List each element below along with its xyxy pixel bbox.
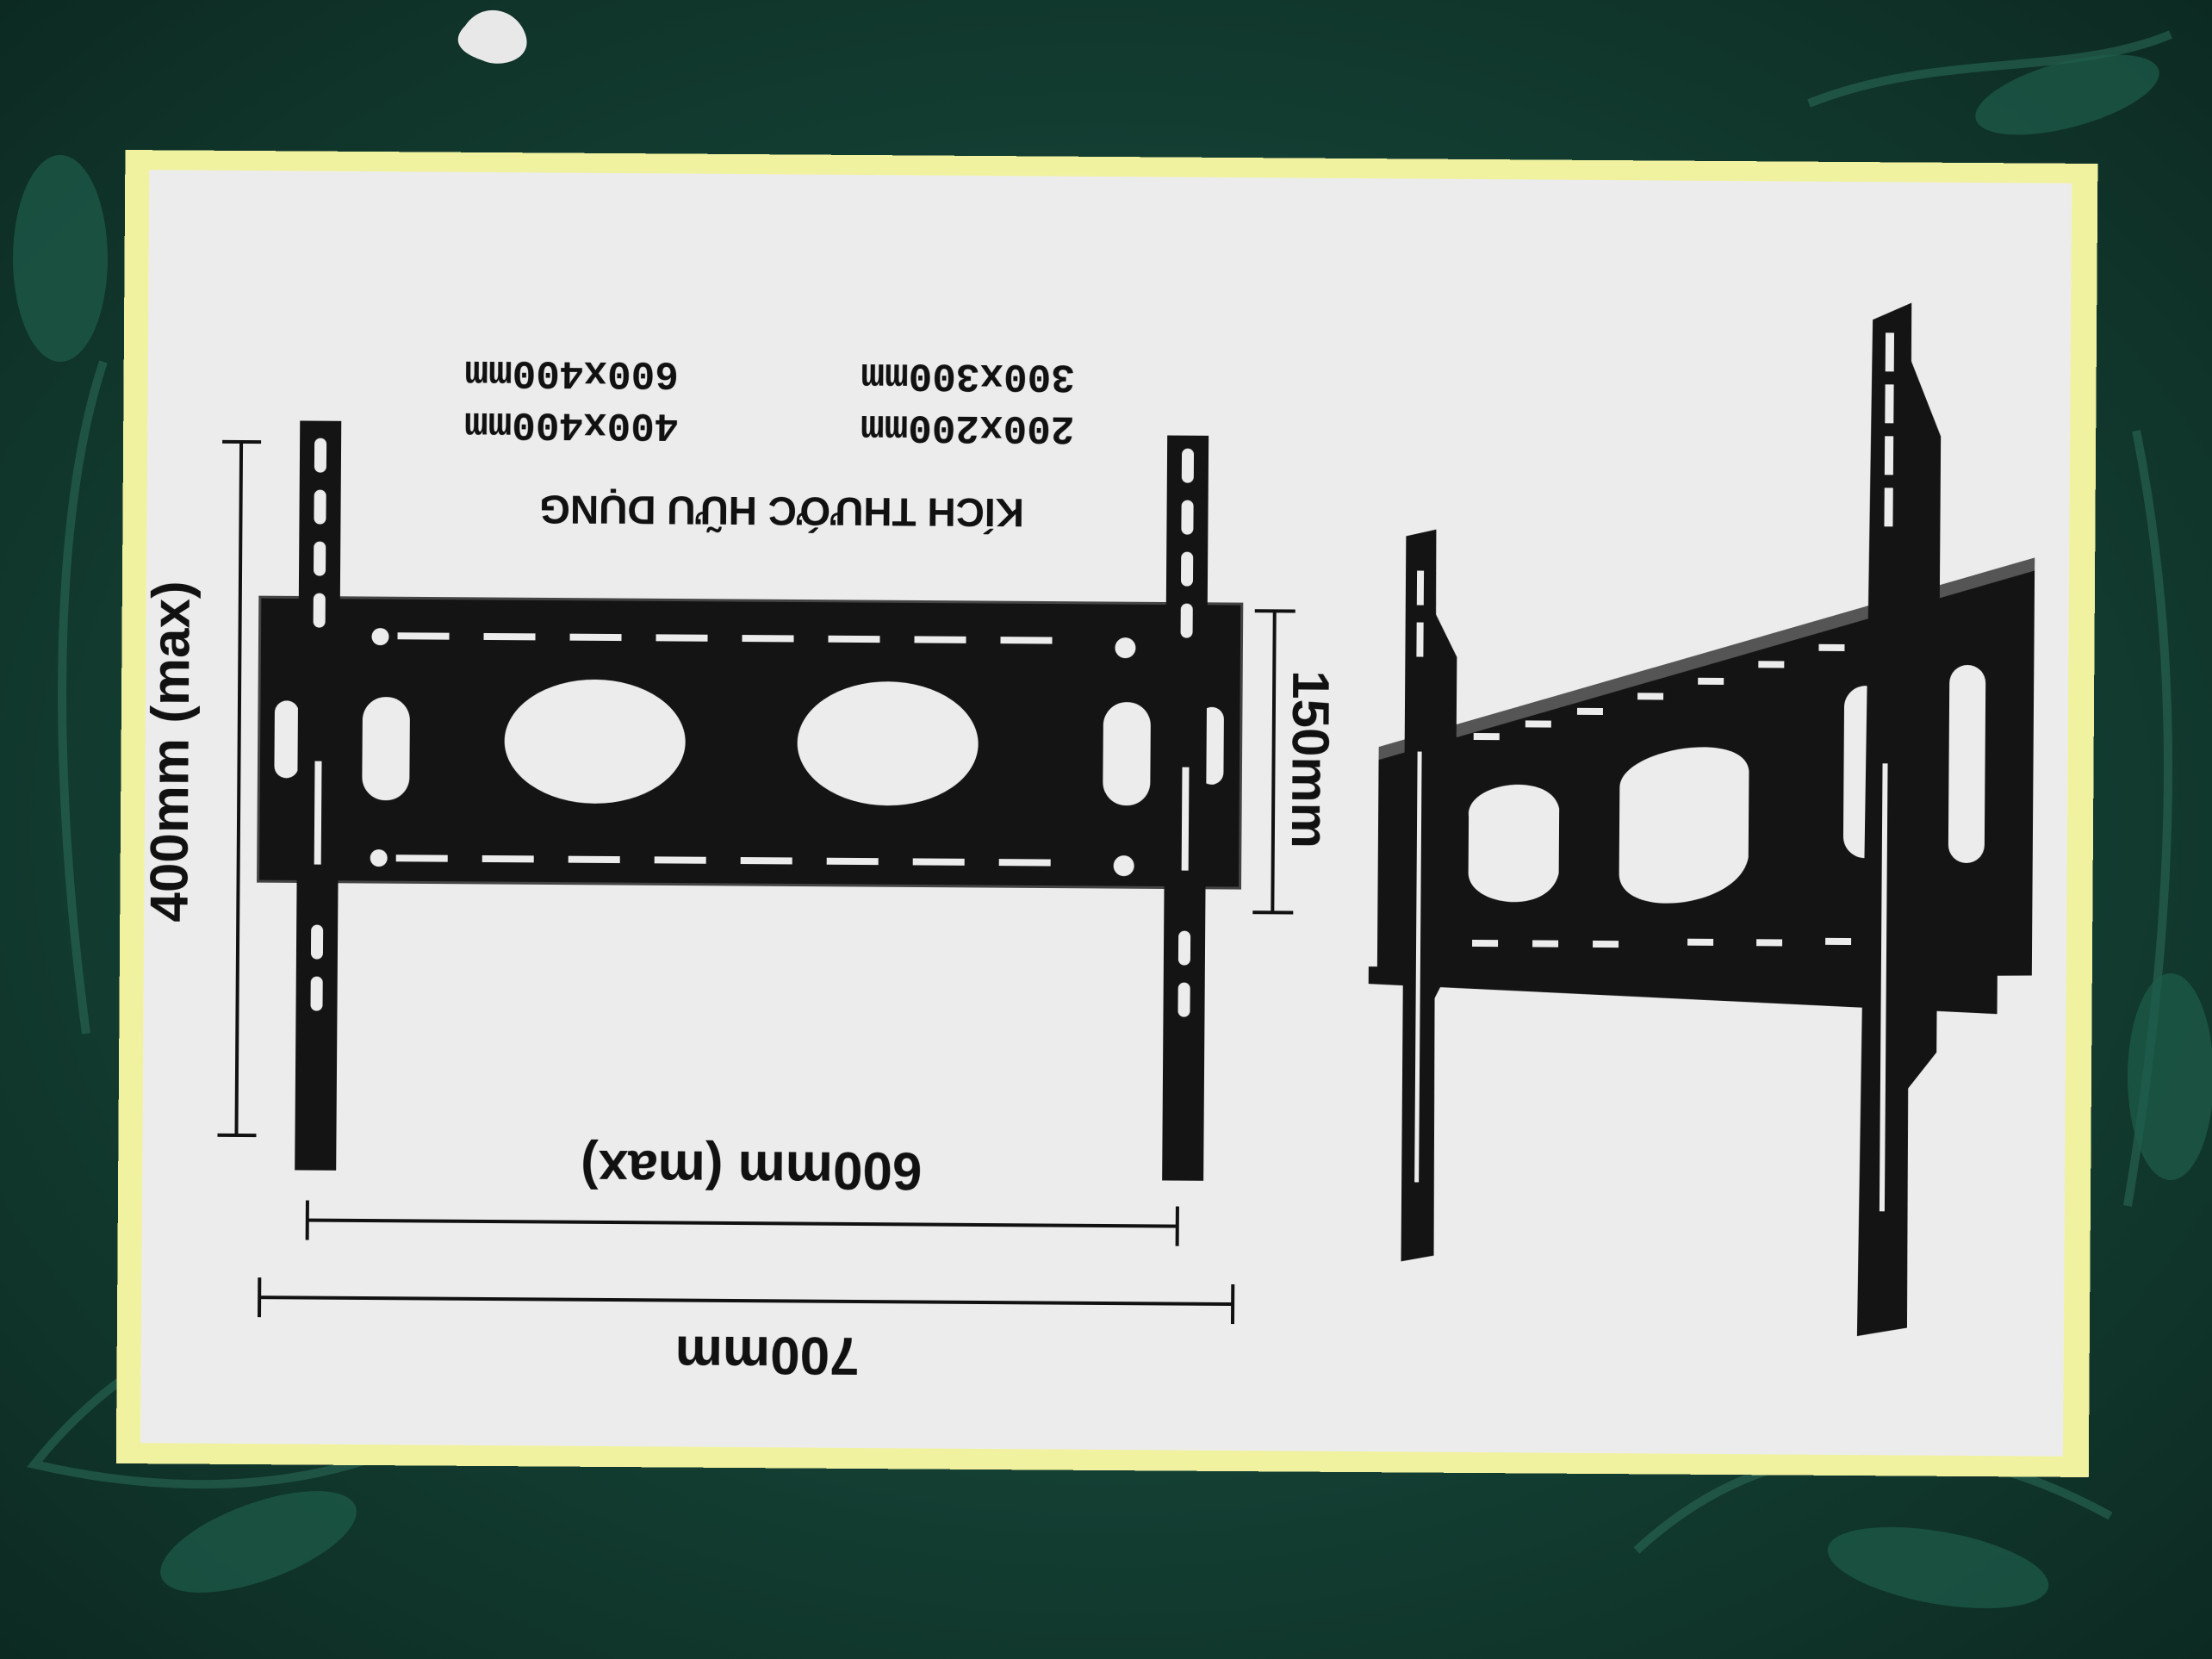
leaf-shapes <box>13 54 2212 1609</box>
plate-cutout <box>504 679 686 804</box>
mount-plate <box>258 597 1242 889</box>
usable-size-heading: KÍCH THƯỚC HỮU DỤNG <box>539 487 1024 535</box>
plate-cutout <box>1103 702 1151 806</box>
torn-paper-spot <box>457 9 527 64</box>
slot-row-top <box>371 628 1136 659</box>
vesa-size: 200x200mm <box>861 404 1075 450</box>
vesa-size: 600x400mm <box>464 350 679 396</box>
dimension-lines <box>217 439 1296 1325</box>
max-height-label: 400mm (max) <box>140 581 202 923</box>
plate-cutout <box>362 697 410 801</box>
vesa-size: 400x400mm <box>464 401 679 448</box>
plate-cutout <box>797 681 979 806</box>
max-width-label: 600mm (max) <box>581 1139 923 1201</box>
slot-row-bottom <box>370 849 1134 877</box>
plate-height-label: 150mm <box>1281 670 1339 848</box>
front-view-diagram: 700mm 600mm (max) 400mm (max) 150mm KÍCH… <box>140 350 1339 1385</box>
vesa-size: 300x300mm <box>861 352 1075 399</box>
overall-width-label: 700mm <box>675 1325 860 1385</box>
perspective-mount-illustration <box>1368 302 2035 1337</box>
